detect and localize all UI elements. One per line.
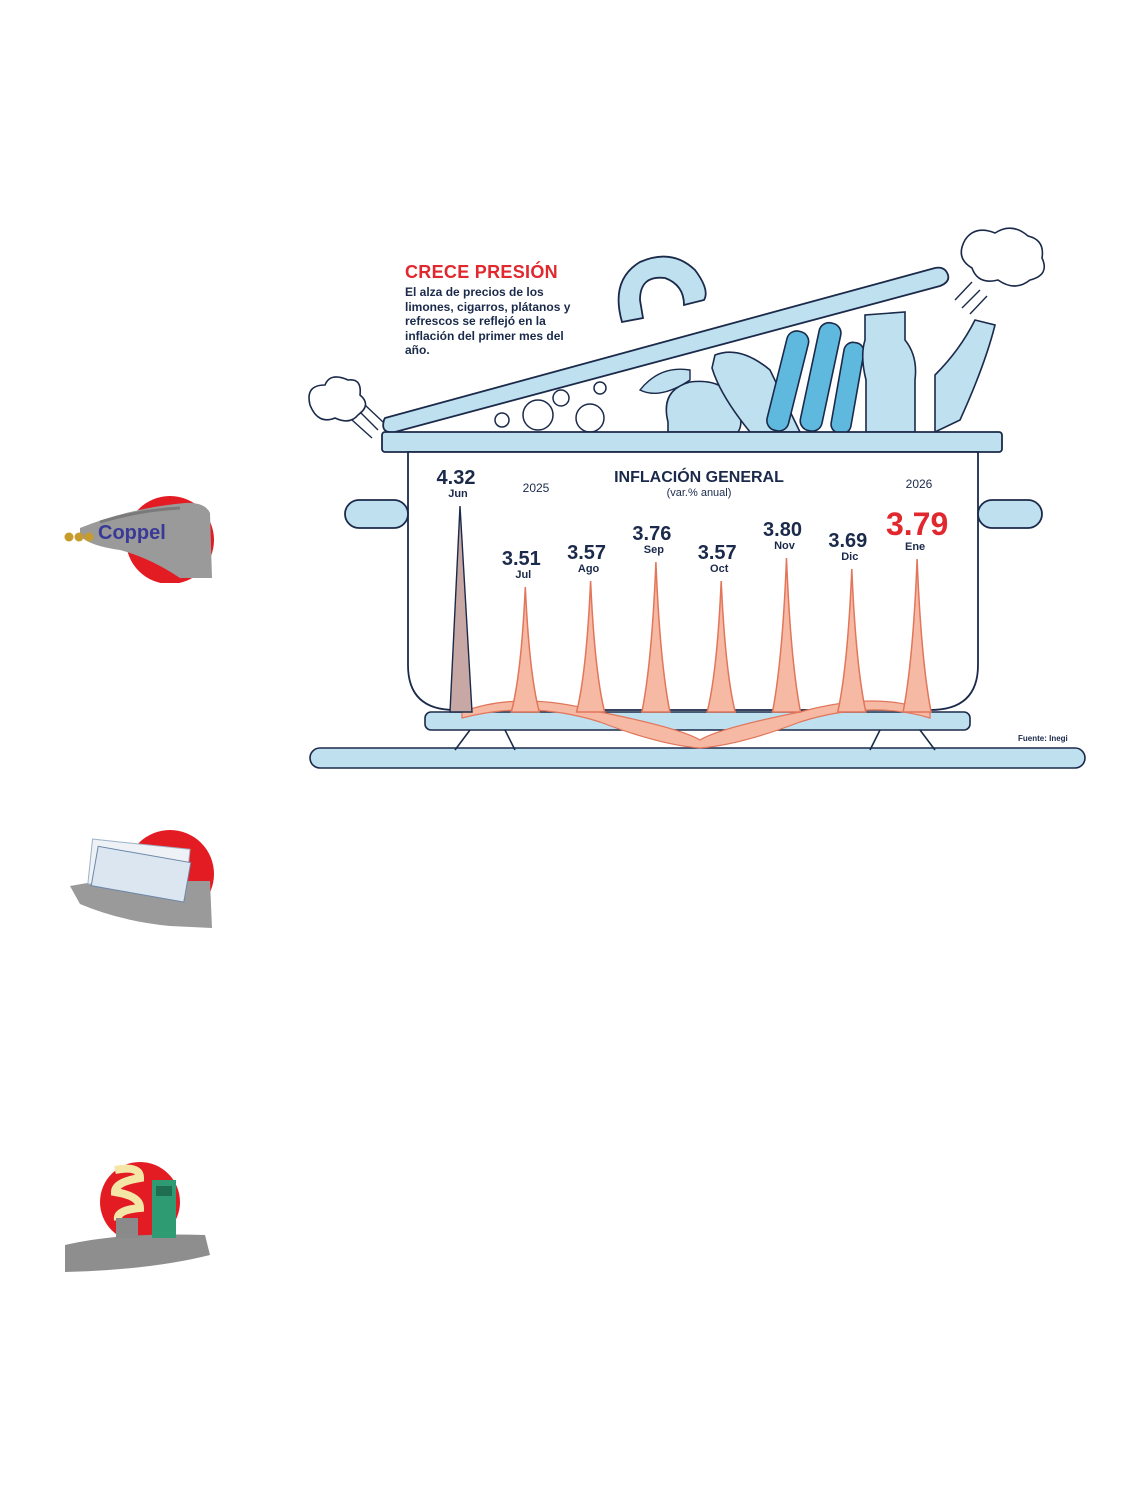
pot-handle-right — [977, 499, 1043, 529]
lid-handle — [617, 255, 707, 324]
stove-grate — [424, 711, 971, 731]
hand-holding-bulb-and-figure-image — [65, 1162, 210, 1272]
pot-rim — [381, 431, 1003, 453]
hand-holding-coppel-logo-image — [80, 496, 214, 583]
source-note: Fuente: Inegi — [1018, 734, 1068, 743]
bottle-drawing — [861, 311, 917, 433]
headline: CRECE PRESIÓN — [405, 262, 558, 282]
hand-holding-cards-image — [70, 830, 214, 928]
pot-body — [407, 451, 979, 711]
coppel-dots-icon — [64, 532, 94, 542]
pot-lid — [382, 266, 950, 434]
subheadline: El alza de precios de los limones, cigar… — [405, 285, 571, 358]
pot-handle-left — [344, 499, 409, 529]
steam-puff-left — [308, 376, 367, 422]
steam-puff-right — [960, 227, 1046, 287]
pot-illustration — [308, 227, 1086, 769]
stove-base — [309, 747, 1086, 769]
burner-flame — [461, 700, 931, 749]
coppel-logo: Coppel — [98, 522, 166, 544]
